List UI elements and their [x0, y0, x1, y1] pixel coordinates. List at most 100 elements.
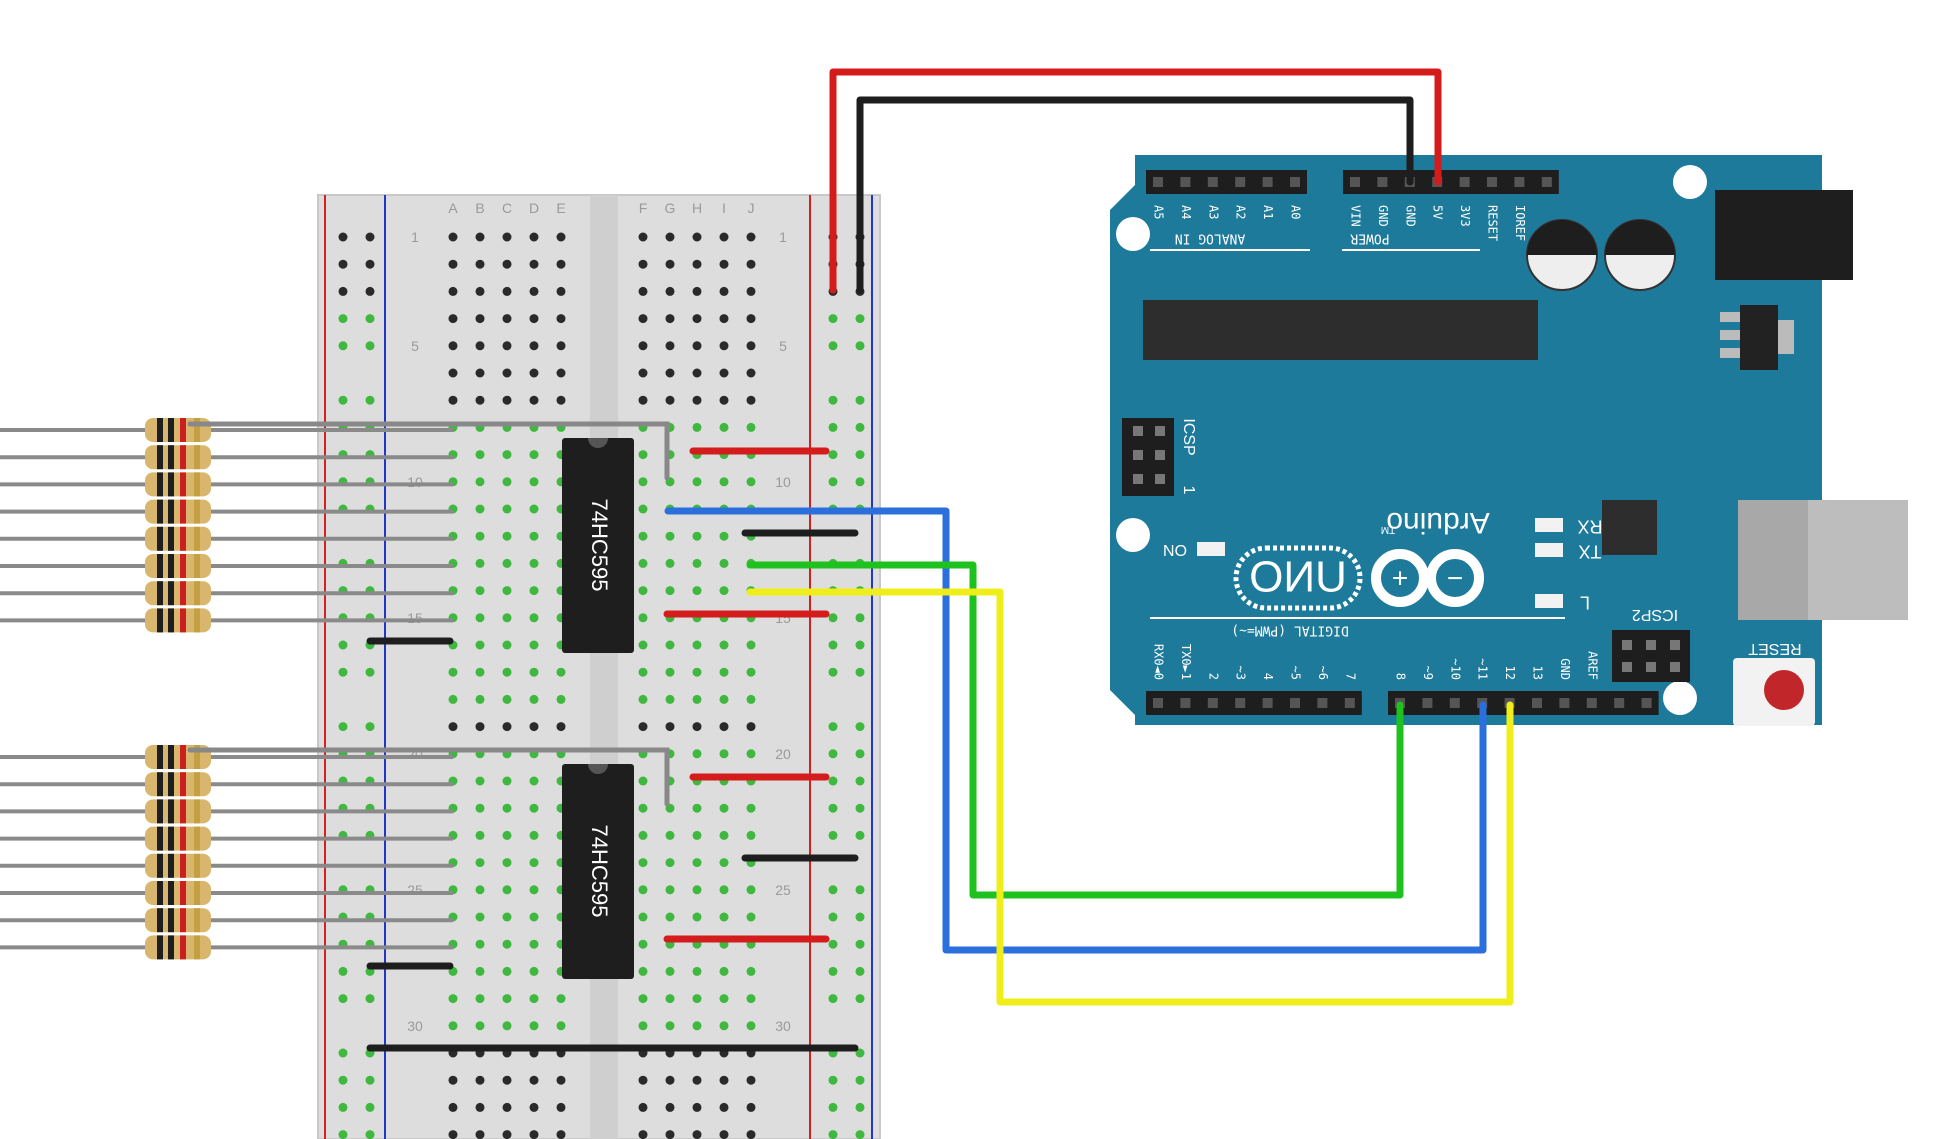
rail-hole: [828, 640, 838, 650]
microcontroller-chip: [1143, 300, 1538, 360]
rail-hole: [365, 259, 375, 269]
row-number: 25: [407, 882, 423, 898]
breadboard-hole: [529, 368, 539, 378]
row-number: 30: [407, 1018, 423, 1034]
breadboard-hole: [665, 395, 675, 405]
breadboard-hole: [746, 667, 756, 677]
breadboard-hole: [665, 531, 675, 541]
breadboard-hole: [502, 966, 512, 976]
rail-hole: [338, 1075, 348, 1085]
breadboard-hole: [529, 858, 539, 868]
breadboard-hole: [529, 1102, 539, 1112]
rx-led: [1535, 518, 1563, 532]
breadboard-hole: [692, 531, 702, 541]
breadboard-hole: [746, 286, 756, 296]
rail-hole: [338, 1102, 348, 1112]
icsp2-pin: [1670, 662, 1680, 672]
breadboard-hole: [475, 640, 485, 650]
breadboard-hole: [719, 395, 729, 405]
green-signal-wire: [746, 561, 1404, 899]
header-pin: [1344, 698, 1355, 708]
breadboard-hole: [665, 341, 675, 351]
chip-1-label: 74HC595: [587, 499, 612, 592]
on-led: [1197, 542, 1225, 556]
column-letter: E: [556, 200, 565, 216]
breadboard-hole: [719, 1102, 729, 1112]
brand-label: Arduino: [1386, 506, 1489, 539]
rail-hole: [855, 1048, 865, 1058]
breadboard-hole: [529, 994, 539, 1004]
breadboard-hole: [638, 613, 648, 623]
rx-led-label: RX: [1577, 516, 1602, 536]
rail-hole: [855, 1075, 865, 1085]
icsp2-pin: [1622, 662, 1632, 672]
pin-label: ~3: [1234, 666, 1248, 680]
breadboard-hole: [502, 558, 512, 568]
breadboard-hole: [719, 994, 729, 1004]
breadboard-hole: [448, 368, 458, 378]
rail-hole: [855, 450, 865, 460]
breadboard-hole: [746, 1021, 756, 1031]
gray-jumper: [187, 421, 670, 807]
column-letter: A: [448, 200, 458, 216]
breadboard-hole: [719, 722, 729, 732]
header-pin: [1614, 698, 1625, 708]
rail-hole: [365, 341, 375, 351]
breadboard-hole: [556, 368, 566, 378]
breadboard-hole: [638, 450, 648, 460]
breadboard-hole: [665, 1075, 675, 1085]
breadboard-hole: [502, 368, 512, 378]
column-letter: C: [502, 200, 512, 216]
reset-label: RESET: [1748, 640, 1802, 657]
pin-label: 3V3: [1458, 205, 1472, 227]
header-pin: [1207, 177, 1218, 187]
breadboard-hole: [638, 259, 648, 269]
breadboard-hole: [556, 1021, 566, 1031]
breadboard-hole: [448, 286, 458, 296]
pin-label: A2: [1234, 205, 1248, 219]
breadboard-hole: [638, 966, 648, 976]
resistor: [0, 826, 453, 851]
pin-label: GND: [1558, 658, 1572, 680]
icsp-pin: [1155, 426, 1165, 436]
rail-hole: [365, 994, 375, 1004]
breadboard-hole: [692, 830, 702, 840]
breadboard-hole: [556, 722, 566, 732]
reset-button[interactable]: RESET: [1733, 640, 1815, 726]
breadboard-hole: [475, 504, 485, 514]
breadboard-hole: [638, 558, 648, 568]
breadboard-hole: [502, 341, 512, 351]
breadboard-hole: [448, 1102, 458, 1112]
rail-hole: [855, 912, 865, 922]
rail-hole: [855, 803, 865, 813]
rail-hole: [828, 776, 838, 786]
breadboard-hole: [746, 1130, 756, 1139]
pin-label: 4: [1261, 673, 1275, 680]
row-number: 25: [775, 882, 791, 898]
breadboard-hole: [719, 232, 729, 242]
breadboard-hole: [638, 1102, 648, 1112]
breadboard-hole: [448, 395, 458, 405]
breadboard-hole: [692, 232, 702, 242]
breadboard-hole: [692, 858, 702, 868]
breadboard-hole: [665, 1130, 675, 1139]
breadboard-hole: [529, 885, 539, 895]
header-pin: [1350, 177, 1360, 187]
black-jumper: [366, 529, 859, 1052]
row-number: 1: [411, 229, 419, 245]
row-number: 10: [407, 474, 423, 490]
breadboard-hole: [475, 341, 485, 351]
rail-hole: [855, 422, 865, 432]
pin-label: A4: [1179, 205, 1193, 219]
pin-label: 12: [1503, 666, 1517, 680]
status-leds: RX TX L ON: [1163, 516, 1603, 612]
breadboard-hole: [502, 1130, 512, 1139]
rail-hole: [338, 640, 348, 650]
breadboard-hole: [692, 694, 702, 704]
breadboard-hole: [746, 749, 756, 759]
breadboard-hole: [502, 1021, 512, 1031]
resistor: [0, 445, 453, 470]
breadboard-hole: [529, 776, 539, 786]
rail-hole: [828, 830, 838, 840]
breadboard-hole: [665, 966, 675, 976]
